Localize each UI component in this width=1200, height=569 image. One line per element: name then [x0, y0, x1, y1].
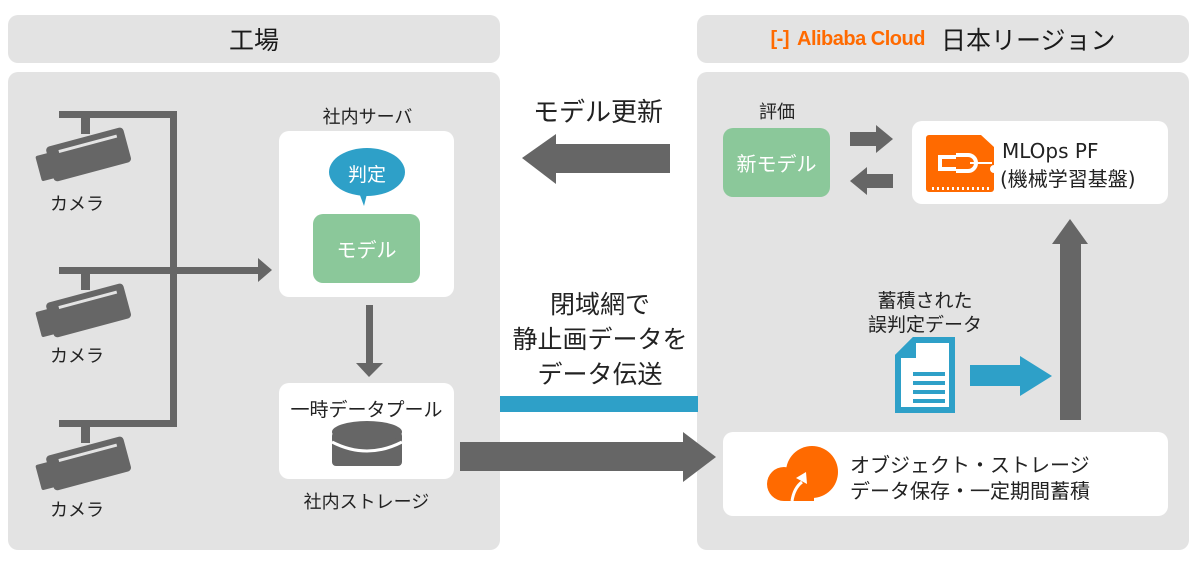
camera-label: カメラ	[50, 500, 104, 521]
camera-icon	[35, 116, 131, 182]
mlops-chip-icon	[926, 135, 994, 192]
wire-bottom	[59, 420, 177, 427]
storage-caption: 社内ストレージ	[303, 492, 430, 513]
camera-1: カメラ	[30, 110, 131, 220]
alibaba-cloud-brand: [-] Alibaba Cloud	[770, 27, 926, 51]
cloud-upload-icon	[767, 446, 838, 502]
new-model-box: 新モデル	[723, 128, 830, 197]
wire-arrowhead	[258, 258, 272, 282]
mlops-subtitle: (機械学習基盤)	[1000, 167, 1136, 191]
misjudged-line-2: 誤判定データ	[867, 314, 982, 336]
wire-vertical	[170, 111, 177, 427]
object-storage-subtitle: データ保存・一定期間蓄積	[850, 479, 1090, 503]
closed-network-line	[500, 396, 698, 412]
transfer-line-2: 静止画データを	[512, 325, 688, 354]
wire-top	[59, 111, 177, 118]
transfer-line-1: 閉域網で	[549, 290, 650, 319]
alibaba-brand-name: Alibaba Cloud	[797, 27, 925, 50]
new-model-label: 新モデル	[736, 152, 817, 176]
wire-mid	[59, 267, 259, 274]
database-icon	[331, 421, 403, 466]
factory-title: 工場	[228, 26, 279, 55]
document-icon	[895, 337, 955, 413]
judgement-label: 判定	[347, 164, 386, 186]
model-label: モデル	[336, 238, 397, 262]
temp-pool-label: 一時データプール	[290, 399, 443, 421]
judgement-bubble-icon	[329, 148, 405, 206]
camera-label: カメラ	[50, 194, 104, 215]
transfer-line-3: データ伝送	[537, 360, 663, 389]
alibaba-logo-icon: [-]	[770, 27, 790, 50]
object-storage-title: オブジェクト・ストレージ	[850, 453, 1090, 477]
camera-icon	[35, 425, 131, 491]
camera-3: カメラ	[30, 419, 131, 529]
server-title: 社内サーバ	[322, 107, 413, 128]
model-box: モデル	[313, 214, 420, 283]
misjudged-line-1: 蓄積された	[877, 290, 973, 312]
camera-label: カメラ	[50, 346, 104, 367]
cloud-region-title: 日本リージョン	[940, 26, 1116, 55]
cloud-header: [-] Alibaba Cloud 日本リージョン	[697, 15, 1189, 63]
evaluation-label: 評価	[759, 102, 795, 123]
mlops-title: MLOps PF	[1002, 139, 1099, 163]
model-update-label: モデル更新	[532, 98, 663, 128]
camera-2: カメラ	[30, 266, 131, 376]
camera-icon	[35, 272, 131, 338]
factory-header: 工場	[8, 15, 500, 63]
